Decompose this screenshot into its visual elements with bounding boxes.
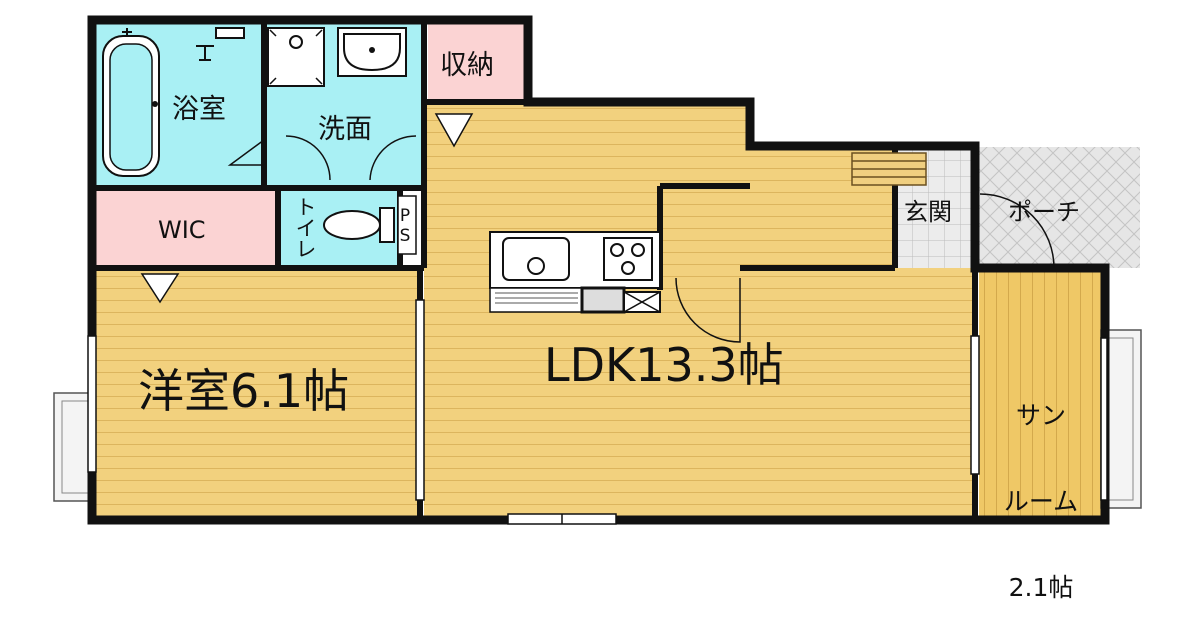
- ldk-label: LDK13.3帖: [544, 338, 784, 392]
- ps-box: [397, 195, 417, 255]
- porch-label: ポーチ: [1008, 198, 1080, 226]
- flow-mark-western: [140, 273, 180, 304]
- bath-faucet-icon: [196, 27, 245, 61]
- sunroom-floor: [979, 270, 1101, 516]
- porch-floor: [979, 147, 1140, 268]
- counter-lower: [489, 286, 661, 314]
- windows: [87, 299, 1108, 525]
- toilet-icon: [323, 207, 395, 243]
- western-room-floor: [96, 270, 422, 516]
- outer-walls: [87, 15, 1110, 525]
- ps-label: PS: [395, 206, 415, 246]
- step-lines: [851, 152, 927, 186]
- door-arc-icon: [227, 135, 1055, 343]
- sunroom-label: サン ルーム 2.1帖: [982, 344, 1100, 632]
- flow-mark-storage: [434, 113, 474, 148]
- floor-plan: [53, 15, 1142, 525]
- stove-icon: [603, 237, 653, 281]
- toilet-label: トイレ: [293, 196, 317, 259]
- entrance-label: 玄関: [904, 198, 952, 226]
- bath-label: 浴室: [172, 94, 226, 125]
- western-room-label: 洋室6.1帖: [138, 364, 350, 418]
- sunroom-label-line3: 2.1帖: [1008, 573, 1074, 602]
- storage-label: 収納: [440, 50, 494, 81]
- ldk-floor: [424, 105, 975, 516]
- bathtub-icon: [102, 28, 160, 177]
- storage-floor: [428, 24, 524, 102]
- balcony-left: [53, 392, 93, 502]
- wic-label: WIC: [158, 216, 206, 244]
- kitchen-sink-icon: [502, 237, 570, 281]
- wic-floor: [96, 190, 276, 268]
- washing-machine-icon: [267, 27, 325, 87]
- sunroom-label-line2: ルーム: [1003, 486, 1079, 516]
- washroom-label: 洗面: [318, 114, 372, 145]
- sink-icon: [337, 27, 407, 77]
- sunroom-label-line1: サン: [1015, 400, 1066, 430]
